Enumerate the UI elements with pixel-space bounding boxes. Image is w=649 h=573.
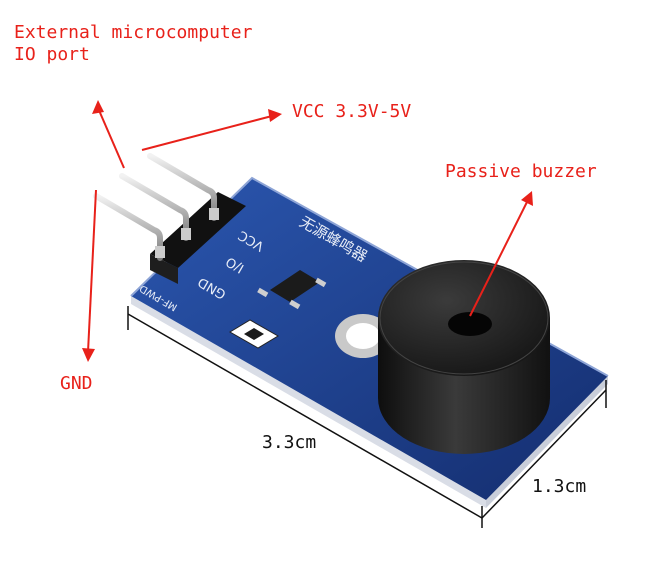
- gnd-arrow: [87, 189, 97, 353]
- resistor-component: [229, 319, 279, 349]
- transistor-component: [257, 270, 327, 310]
- vcc-arrow: [141, 115, 273, 151]
- length-dimension-line: [127, 313, 483, 519]
- width-dimension-line: [481, 389, 607, 519]
- io-port-arrow: [97, 107, 125, 169]
- mounting-hole: [335, 314, 391, 358]
- dimension-lines: [127, 306, 607, 528]
- vcc-label: VCC 3.3V-5V: [292, 101, 412, 122]
- gnd-label: GND: [60, 373, 93, 394]
- passive-buzzer: [378, 260, 550, 454]
- io-port-label-line1: External microcomputer: [14, 22, 253, 43]
- io-port-label: External microcomputer IO port: [14, 22, 252, 66]
- buzzer-label: Passive buzzer: [445, 161, 597, 182]
- header-pins: [93, 153, 246, 284]
- buzzer-arrow: [469, 199, 529, 317]
- io-port-label-line2: IO port: [14, 44, 90, 65]
- length-label: 3.3cm: [262, 432, 317, 453]
- width-label: 1.3cm: [532, 476, 587, 497]
- annotation-arrows: [82, 100, 533, 362]
